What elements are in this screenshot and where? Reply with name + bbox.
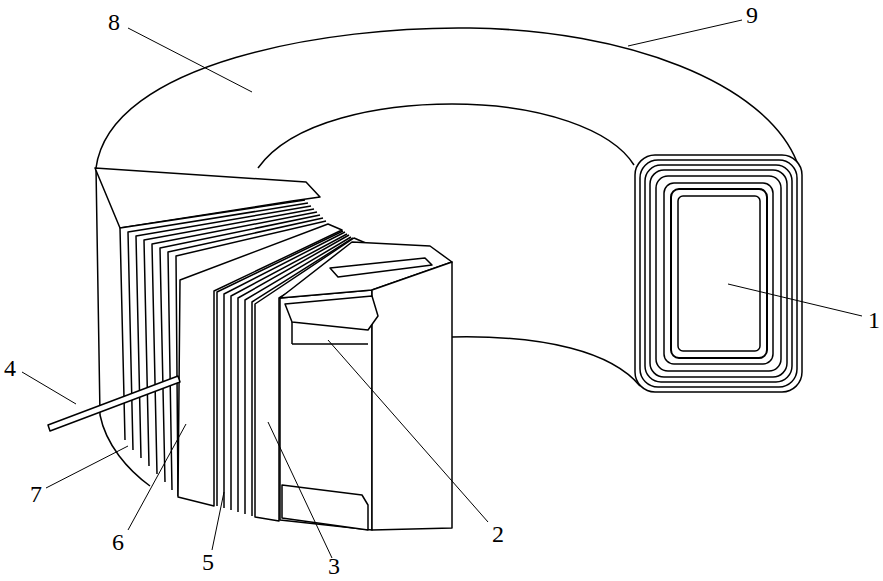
core-edge — [292, 343, 368, 345]
callout-number: 5 — [202, 550, 214, 574]
callout-number: 4 — [4, 356, 16, 380]
core-edge — [291, 322, 293, 344]
core-strip — [330, 258, 432, 277]
callout-number: 1 — [868, 308, 880, 332]
callout-number: 6 — [112, 530, 124, 554]
core-strip — [285, 296, 378, 330]
callout-number: 7 — [30, 482, 42, 506]
callout-number: 3 — [328, 554, 340, 578]
callout-number: 9 — [746, 3, 758, 27]
core-strip — [282, 485, 368, 530]
callout-number: 8 — [108, 10, 120, 34]
lead-wire — [48, 376, 180, 431]
cross-section — [635, 155, 802, 392]
torus-hole — [452, 337, 640, 386]
core-front — [372, 262, 452, 530]
torus-outline — [96, 28, 797, 168]
torus-hole — [258, 104, 634, 168]
callout-number: 2 — [492, 522, 504, 546]
leader-lines — [22, 20, 862, 558]
